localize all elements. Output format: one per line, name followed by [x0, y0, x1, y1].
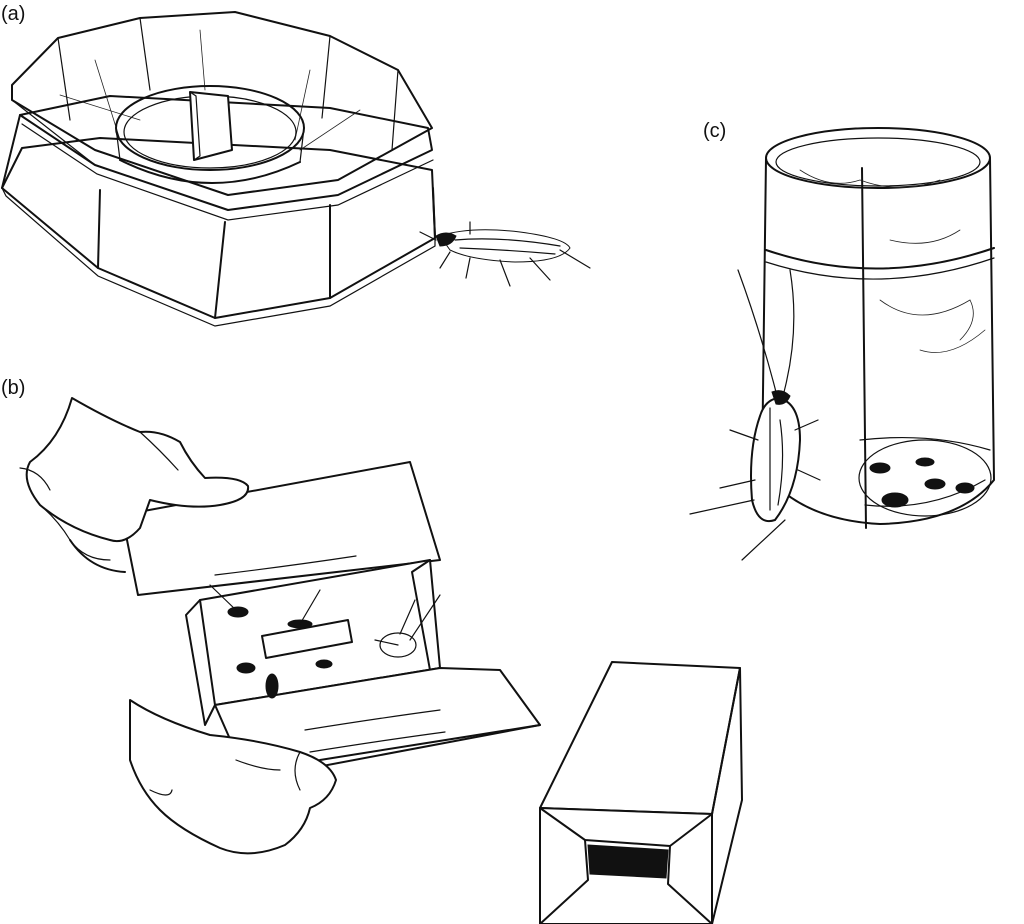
- cockroach-icon: [419, 221, 591, 287]
- panel-label-a: (a): [1, 3, 26, 25]
- lower-hand-illustration: [129, 699, 541, 855]
- upper-hand-illustration: [19, 397, 250, 573]
- panel-label-b: (b): [1, 377, 26, 399]
- climbing-cockroach-icon: [689, 269, 821, 561]
- panel-label-c: (c): [703, 120, 727, 142]
- box-trap-illustration: [539, 661, 743, 924]
- bait-station-illustration: [1, 11, 436, 327]
